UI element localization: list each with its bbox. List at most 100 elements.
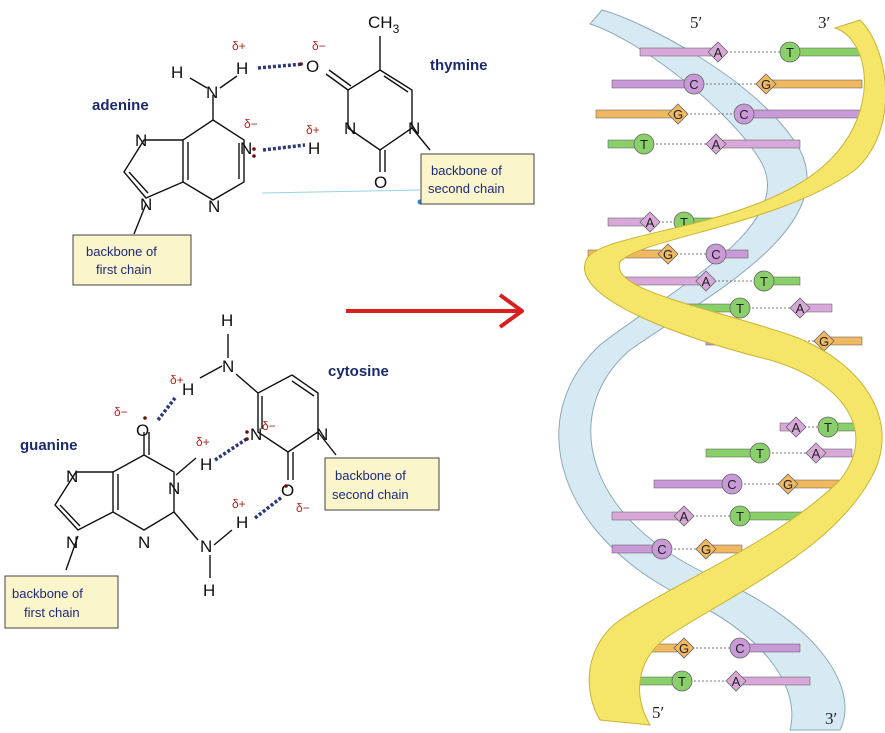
base-letter: C <box>735 641 744 656</box>
atom-h: H <box>236 513 248 532</box>
lone-pair-dot <box>245 437 249 441</box>
atom-n: N <box>250 425 262 444</box>
adenine-backbone-bond <box>133 203 147 235</box>
base-letter: C <box>689 77 698 92</box>
guanine-backbone-bond <box>65 535 79 571</box>
base-C-node <box>733 103 755 125</box>
helix-end-bottom-left: 5′ <box>652 703 664 722</box>
backbone-second-chain-box-top: backbone of second chain <box>420 153 535 205</box>
backbone-second-chain-box-bottom: backbone of second chain <box>324 457 440 511</box>
base-letter: A <box>712 137 721 152</box>
atom-n: N <box>316 425 328 444</box>
base-A-node <box>785 416 807 438</box>
backbone-label-line2: first chain <box>24 605 80 620</box>
adenine-thymine-pair <box>123 36 431 235</box>
base-letter: A <box>714 45 723 60</box>
adenine-thymine-atoms: H H N N N N N H O N N O CH3 δ+ δ− δ− δ+ … <box>92 13 488 216</box>
base-letter: G <box>783 477 793 492</box>
guanine-amino-bond <box>173 511 199 541</box>
guanine-cytosine-atoms: H N H O N N H N O H N N N N H δ+ δ− δ+ δ… <box>20 311 389 600</box>
base-bar-left <box>639 47 719 57</box>
atom-h: H <box>308 139 320 158</box>
thymine-label: thymine <box>430 57 488 74</box>
delta-plus-label: δ+ <box>170 373 184 387</box>
atom-h: H <box>200 455 212 474</box>
lone-pair-dot <box>252 147 256 151</box>
atom-n: N <box>135 131 147 150</box>
base-G-node <box>695 538 717 560</box>
helix-end-bottom-right: 3′ <box>825 709 837 728</box>
atom-n: N <box>66 467 78 486</box>
backbone-label-line2: second chain <box>332 487 409 502</box>
at-hydrogen-bond-1 <box>257 62 304 70</box>
cytosine-amino-bond <box>235 373 259 394</box>
gc-hydrogen-bond-3 <box>253 495 284 520</box>
base-A-node <box>639 211 661 233</box>
base-letter: C <box>711 247 720 262</box>
base-T-node <box>753 270 775 292</box>
atom-n: N <box>208 197 220 216</box>
base-bar-right <box>743 109 861 119</box>
gc-hydrogen-bond-2 <box>214 436 249 462</box>
guanine-imidazole-double <box>59 504 81 527</box>
base-G-node <box>667 103 689 125</box>
atom-n: N <box>200 537 212 556</box>
base-letter: T <box>786 45 794 60</box>
atom-o: O <box>306 57 319 76</box>
cytosine-backbone-bond <box>317 431 337 456</box>
lone-pair-dot <box>252 154 256 158</box>
base-G-node <box>673 637 695 659</box>
double-helix: ATCGGCTAATGCATTACGATTACGATCGGCTA 5′ 3′ 5… <box>558 9 885 731</box>
adenine-imidazole-bonds <box>123 139 184 199</box>
base-letter: T <box>680 215 688 230</box>
helix-strand-yellow <box>584 19 885 726</box>
base-bar-right <box>735 676 811 686</box>
lone-pair-dot <box>299 62 303 66</box>
backbone-label-line1: backbone of <box>431 163 502 178</box>
base-G-node <box>777 473 799 495</box>
base-letter: T <box>736 301 744 316</box>
atom-h: H <box>203 581 215 600</box>
atom-n: N <box>66 533 78 552</box>
atom-n: N <box>138 533 150 552</box>
base-letter: T <box>756 446 764 461</box>
base-T-node <box>729 297 751 319</box>
base-bar-right <box>765 79 863 89</box>
guanine-cytosine-pair <box>54 334 337 578</box>
base-T-node <box>817 416 839 438</box>
thymine-carbonyl-top <box>325 73 349 91</box>
adenine-nh-bond-2 <box>219 75 238 89</box>
base-A-node <box>673 505 695 527</box>
delta-plus-label: δ+ <box>306 123 320 137</box>
backbone-first-chain-box-top: backbone of first chain <box>72 234 192 286</box>
cytosine-label: cytosine <box>328 363 389 380</box>
base-letter: T <box>760 274 768 289</box>
base-letter: A <box>702 274 711 289</box>
base-T-node <box>671 670 693 692</box>
thymine-ring-bonds <box>347 69 413 151</box>
base-A-node <box>789 297 811 319</box>
delta-plus-label: δ+ <box>196 435 210 449</box>
adenine-nh-bond-1 <box>189 77 208 89</box>
thymine-double-bond <box>383 75 409 93</box>
base-bar-left <box>653 479 733 489</box>
adenine-label: adenine <box>92 97 149 114</box>
atom-n: N <box>206 83 218 102</box>
base-letter: G <box>679 641 689 656</box>
base-letter: A <box>732 674 741 689</box>
base-letter: A <box>792 420 801 435</box>
delta-plus-label: δ+ <box>232 39 246 53</box>
guanine-label: guanine <box>20 437 78 454</box>
atom-h: H <box>236 59 248 78</box>
delta-minus-label: δ− <box>244 117 258 131</box>
adenine-ring-bonds <box>182 119 245 201</box>
at-hydrogen-bond-2 <box>262 143 306 152</box>
base-T-node <box>779 41 801 63</box>
delta-minus-label: δ− <box>312 39 326 53</box>
